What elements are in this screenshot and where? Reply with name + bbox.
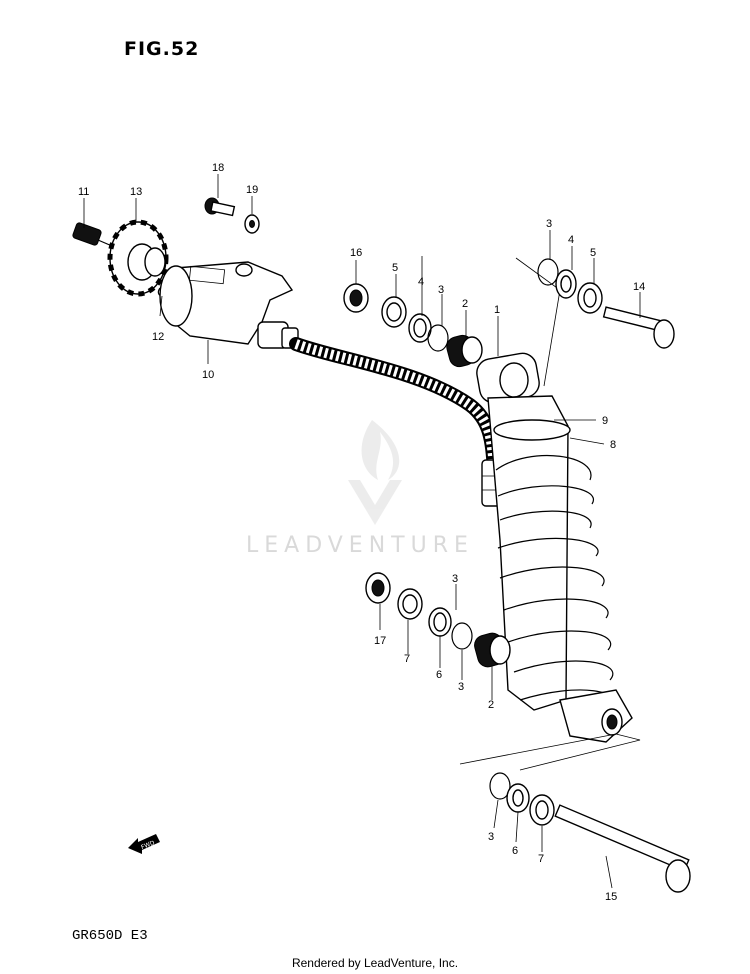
callout-7-bottom: 7	[538, 853, 544, 865]
collar-16	[343, 283, 369, 313]
seal-4-right	[555, 269, 577, 299]
washer-7-lower	[397, 588, 423, 620]
callout-1: 1	[494, 304, 500, 316]
callout-8: 8	[610, 439, 616, 451]
oring-3-right	[537, 258, 559, 286]
figure-title: FIG.52	[124, 38, 200, 60]
leader-lines	[83, 174, 641, 889]
leadventure-flame-logo-icon	[348, 420, 402, 525]
callout-19: 19	[246, 184, 258, 196]
fwd-arrow-icon: FWD	[128, 834, 160, 854]
callout-9: 9	[602, 415, 608, 427]
mount-guide-lower	[459, 733, 641, 771]
callout-10: 10	[202, 369, 214, 381]
adjuster-body-10	[159, 261, 299, 349]
seal-6-bottom	[506, 783, 530, 813]
callout-12: 12	[152, 331, 164, 343]
bushing-2-upper	[446, 334, 483, 368]
callout-3-right: 3	[546, 218, 552, 230]
model-code: GR650D E3	[72, 928, 148, 944]
callout-7-lower: 7	[404, 653, 410, 665]
bolt-18	[204, 197, 236, 217]
footer-credit: Rendered by LeadVenture, Inc.	[291, 956, 459, 970]
callout-18: 18	[212, 162, 224, 174]
collar-17	[365, 572, 391, 604]
callout-3-upper: 3	[438, 284, 444, 296]
callout-6-lower: 6	[436, 669, 442, 681]
bolt-14	[602, 306, 675, 349]
callout-13: 13	[130, 186, 142, 198]
shock-absorber-1	[476, 352, 633, 743]
callout-3-bottom: 3	[488, 831, 494, 843]
callout-3-mid: 3	[452, 573, 458, 585]
bushing-2-lower	[474, 632, 511, 668]
seal-4-upper	[408, 313, 432, 343]
seal-6-lower	[428, 607, 452, 637]
callout-15: 15	[605, 891, 617, 903]
fwd-label: FWD	[140, 839, 156, 851]
watermark-brand: LEADVENTURE	[246, 533, 474, 558]
callout-4-right: 4	[568, 234, 574, 246]
callout-4-upper: 4	[418, 276, 424, 288]
washer-7-bottom	[529, 794, 555, 826]
callout-11: 11	[78, 186, 89, 198]
callout-16: 16	[350, 247, 362, 259]
callout-2-upper: 2	[462, 298, 468, 310]
washer-19	[244, 214, 260, 234]
bolt-15	[554, 804, 691, 893]
callout-5-right: 5	[590, 247, 596, 259]
callout-17: 17	[374, 635, 386, 647]
washer-5-upper	[381, 296, 407, 328]
bolt-11	[72, 222, 113, 247]
oring-3-lower	[451, 622, 473, 650]
callout-6-bottom: 6	[512, 845, 518, 857]
oring-3-bottom	[489, 772, 511, 800]
callout-14: 14	[633, 281, 645, 293]
oring-3-upper	[427, 324, 449, 352]
callout-5-upper: 5	[392, 262, 398, 274]
adjuster-knob-13	[107, 219, 169, 297]
washer-5-right	[577, 282, 603, 314]
callout-labels: 11 13 18 19 12 10 16 5 4 3 2 1 3 4 5 14 …	[78, 162, 645, 903]
callout-2-lower: 2	[488, 699, 494, 711]
callout-3-lower: 3	[458, 681, 464, 693]
remote-cable	[289, 337, 509, 507]
